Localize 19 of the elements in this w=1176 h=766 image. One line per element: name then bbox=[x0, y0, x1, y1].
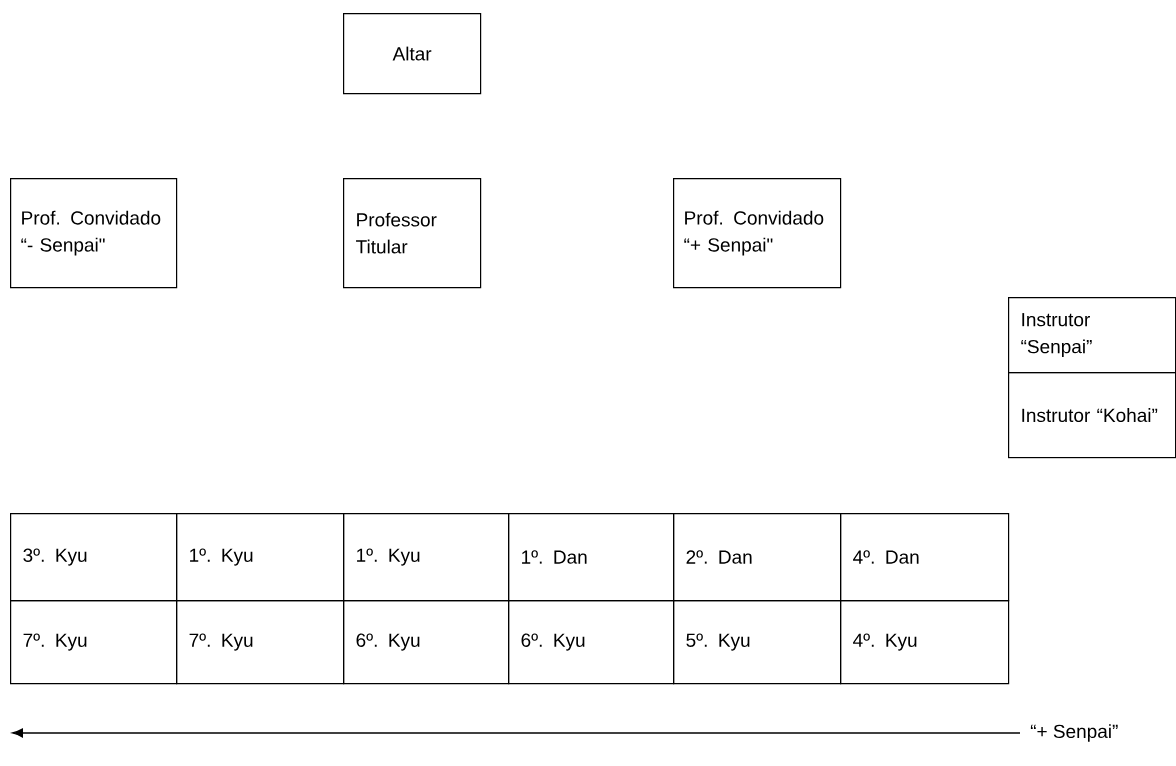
table-cell: 1º. Kyu bbox=[343, 513, 510, 602]
table-cell: 6º. Kyu bbox=[508, 600, 675, 685]
teacher-box: Professor Titular bbox=[343, 178, 482, 289]
table-cell: 5º. Kyu bbox=[673, 600, 842, 685]
table-cell: 1º. Dan bbox=[508, 513, 675, 602]
instructor-box: Instrutor “Senpai” bbox=[1008, 297, 1176, 374]
table-cell: 7º. Kyu bbox=[176, 600, 345, 685]
teacher-box: Prof. Convidado “- Senpai" bbox=[10, 178, 178, 289]
table-cell: 7º. Kyu bbox=[10, 600, 178, 685]
table-cell: 4º. Kyu bbox=[840, 600, 1010, 685]
direction-label: “+ Senpai” bbox=[1030, 724, 1118, 742]
instructor-box: Instrutor “Kohai” bbox=[1008, 372, 1176, 459]
table-cell: 1º. Kyu bbox=[176, 513, 345, 602]
table-cell: 2º. Dan bbox=[673, 513, 842, 602]
altar-box: Altar bbox=[343, 13, 482, 95]
teacher-box: Prof. Convidado “+ Senpai" bbox=[673, 178, 842, 289]
table-cell: 3º. Kyu bbox=[10, 513, 178, 602]
table-cell: 4º. Dan bbox=[840, 513, 1010, 602]
table-cell: 6º. Kyu bbox=[343, 600, 510, 685]
